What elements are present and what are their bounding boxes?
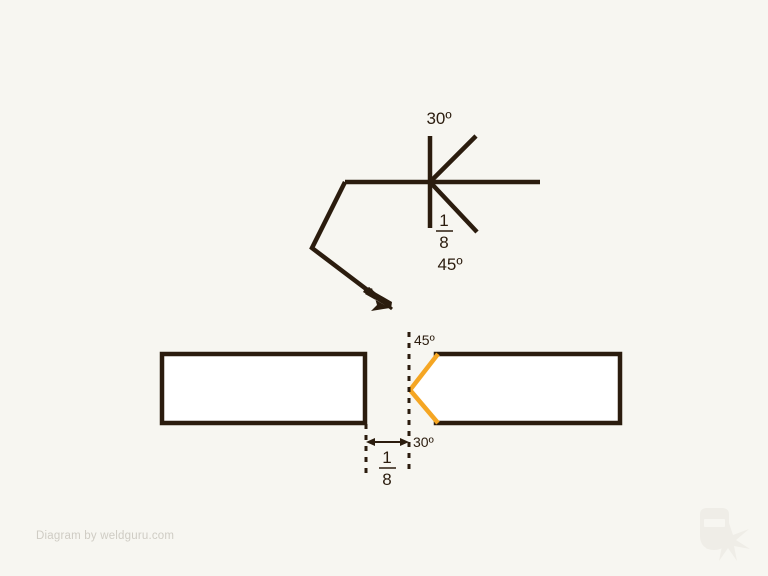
leader-arrowhead-solid (366, 286, 393, 311)
leader-line (309, 180, 380, 300)
weld-symbol-size-denominator: 8 (439, 233, 448, 252)
spark-star-icon (706, 520, 750, 561)
upper-bevel-face (408, 352, 440, 392)
lower-bevel-angle-label: 30º (413, 434, 434, 450)
root-gap-arrow-left (366, 438, 375, 446)
upper-bevel-angle-label: 45º (414, 332, 435, 348)
bevel-symbol-upper-diagonal (428, 134, 478, 184)
weld-symbol-angle-above-label: 30º (426, 109, 451, 128)
right-plate-fill (410, 354, 620, 423)
bevel-symbol-lower-diagonal (428, 180, 479, 234)
root-gap-arrow-right (400, 438, 409, 446)
left-plate (159, 351, 368, 426)
attribution-text: Diagram by weldguru.com (36, 530, 175, 542)
weld-symbol-size-numerator: 1 (439, 211, 448, 230)
weld-symbol-angle-below-label: 45º (437, 255, 462, 274)
lower-bevel-face (408, 388, 440, 425)
joint-detail-group: 1 8 45º 30º (159, 332, 623, 489)
weldguru-helmet-spark-logo (700, 508, 750, 561)
helmet-visor (704, 519, 725, 527)
right-plate-outline (433, 351, 623, 426)
root-gap-numerator: 1 (382, 448, 391, 467)
root-gap-denominator: 8 (382, 470, 391, 489)
weld-symbol-group: 30º 1 8 45º (309, 109, 540, 311)
